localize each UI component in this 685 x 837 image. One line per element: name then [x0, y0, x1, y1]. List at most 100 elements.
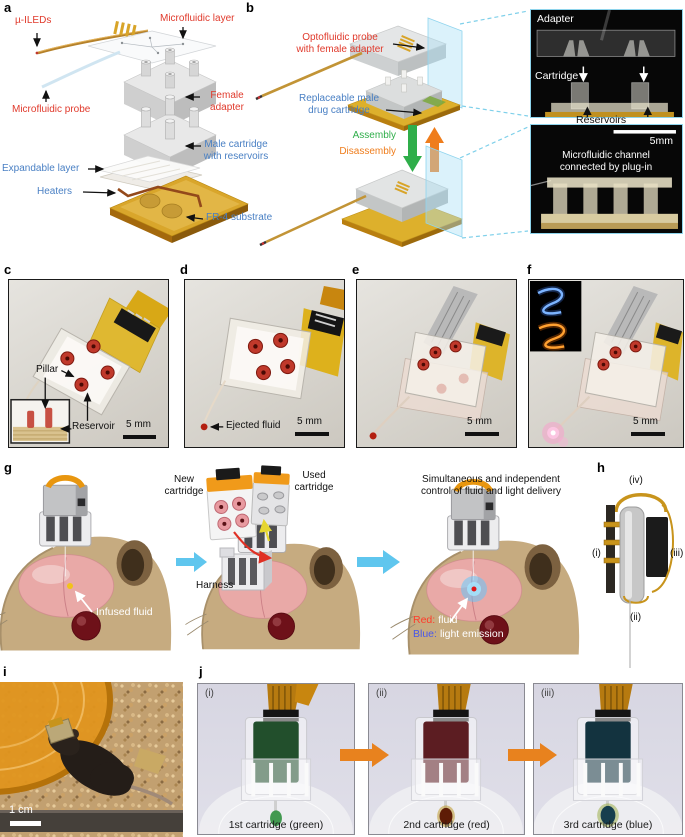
sequence-arrow-1 — [340, 743, 389, 767]
optofluidic-probe-label: Optofluidic probe with female adapter — [291, 32, 389, 55]
mouse — [44, 716, 174, 806]
harness-label: Harness — [196, 580, 234, 591]
channel-pillars — [553, 183, 658, 216]
flex-cable — [599, 684, 633, 714]
dye-droplet — [600, 805, 616, 825]
photo-content — [10, 290, 168, 444]
channel-beam — [547, 177, 672, 188]
fr4-substrate-illustration — [109, 175, 249, 243]
probe — [203, 380, 227, 424]
probe-droplet-photo: 5 mm — [356, 279, 517, 448]
assembly-schematic-illustration — [255, 10, 529, 247]
connector — [655, 324, 682, 345]
female-adapter-illustration — [123, 47, 217, 126]
reservoirs-label: Reservoirs — [576, 114, 627, 126]
cyan-plane — [425, 145, 463, 238]
caption-1: 1st cartridge (green) — [228, 819, 324, 831]
panel-letter-g: g — [4, 460, 12, 475]
pillar-inset — [10, 398, 71, 444]
dye-droplet — [439, 807, 453, 825]
caption-3: 3rd cartridge (blue) — [563, 819, 653, 831]
cartridge-shell — [404, 331, 487, 408]
sequence-arrow-2 — [508, 743, 557, 767]
panel-letter-f: f — [527, 262, 532, 277]
red-fluid-key: Red:fluid — [413, 614, 457, 626]
scale-label: 5 mm — [467, 416, 492, 427]
part-ii-label: (ii) — [630, 612, 642, 623]
photo-content — [534, 684, 682, 834]
cartridge-sequence-photo-3: (iii) 3rd cartridge (blue) — [533, 683, 683, 835]
reservoirs — [60, 339, 115, 392]
annotation-arrows — [385, 43, 426, 117]
infused-fluid-arrow — [74, 590, 93, 613]
tail — [127, 784, 174, 806]
cartridge-sequence-photo-2: (ii) 2nd cartridge (red) — [368, 683, 525, 835]
channel-base — [541, 213, 678, 224]
scalebar — [295, 432, 329, 436]
panel-letter-j: j — [199, 664, 203, 679]
pillar-label: Pillar — [36, 364, 59, 375]
pcb — [88, 297, 161, 374]
part-i-label: (i) — [592, 548, 601, 559]
scale-label-1cm: 1 cm — [9, 804, 33, 816]
label-line: control of fluid and light delivery — [420, 485, 562, 497]
label-line: adapter — [210, 101, 244, 113]
flex-cable — [437, 684, 471, 714]
connector — [263, 709, 299, 722]
microfluidic-probe-illustration — [41, 50, 121, 89]
ejected-droplet — [200, 423, 208, 431]
photo-content — [530, 281, 683, 447]
label-line: cartridge — [294, 481, 334, 493]
adapter-slab — [536, 29, 676, 57]
adapter-photo-label: Adapter — [537, 13, 574, 25]
uled-array-patch — [422, 96, 446, 107]
light-emission-photo: 5 mm — [528, 279, 684, 448]
heaters-label: Heaters — [37, 186, 73, 197]
label-line: Replaceable male — [298, 93, 380, 104]
new-cartridge-label: New cartridge — [158, 474, 210, 497]
electronics-module — [646, 517, 668, 577]
label-line: with female adapter — [296, 43, 384, 55]
part-iv-label: (iv) — [629, 475, 643, 486]
used-cartridge-illustration — [250, 465, 290, 527]
fr4-substrate-label: FR-4 substrate — [206, 212, 273, 223]
red-value: fluid — [438, 614, 458, 626]
harness-bars — [251, 762, 309, 797]
head-mounted-device — [44, 716, 75, 744]
label-line: Male cartridge — [204, 139, 268, 150]
uled-probe-illustration — [35, 21, 149, 55]
connector-clip — [314, 313, 337, 328]
connector — [475, 324, 506, 347]
adapter-cartridge-photo: Adapter Cartridge — [530, 9, 683, 118]
microfluidic-layer-label: Microfluidic layer — [160, 13, 235, 24]
cage-rail — [0, 810, 183, 832]
harness-bars — [583, 762, 641, 797]
label-line: cartridge — [164, 485, 204, 497]
infused-fluid-dot — [67, 583, 73, 589]
scale-label-5mm: 5mm — [649, 135, 673, 147]
photo-content — [369, 286, 510, 440]
ejected-fluid-label: Ejected fluid — [226, 420, 281, 431]
photo-content — [199, 684, 353, 834]
insert-arrow — [233, 531, 273, 564]
probe-plate — [606, 505, 615, 593]
probe — [373, 395, 411, 434]
part-iii-label: (iii) — [670, 548, 684, 559]
connector-clip — [127, 309, 151, 324]
new-cartridge-illustration — [206, 467, 257, 541]
panel-letter-a: a — [4, 0, 12, 15]
probe-shank — [265, 194, 367, 244]
expandable-layer-illustration — [97, 155, 203, 190]
male-cartridge-label: Male cartridge with reservoirs — [196, 139, 276, 162]
light-glow — [542, 421, 569, 447]
exploded-device-illustration — [33, 21, 249, 243]
panel-letter-e: e — [352, 262, 360, 277]
flex-cable — [267, 684, 301, 714]
label-line: Used — [302, 470, 326, 481]
panel-letter-i: i — [3, 664, 7, 679]
sub-label-iii: (iii) — [541, 688, 555, 699]
label-line: Simultaneous and independent — [422, 474, 560, 485]
probe-shank — [261, 51, 363, 98]
reservoir-label: Reservoir — [72, 421, 115, 432]
